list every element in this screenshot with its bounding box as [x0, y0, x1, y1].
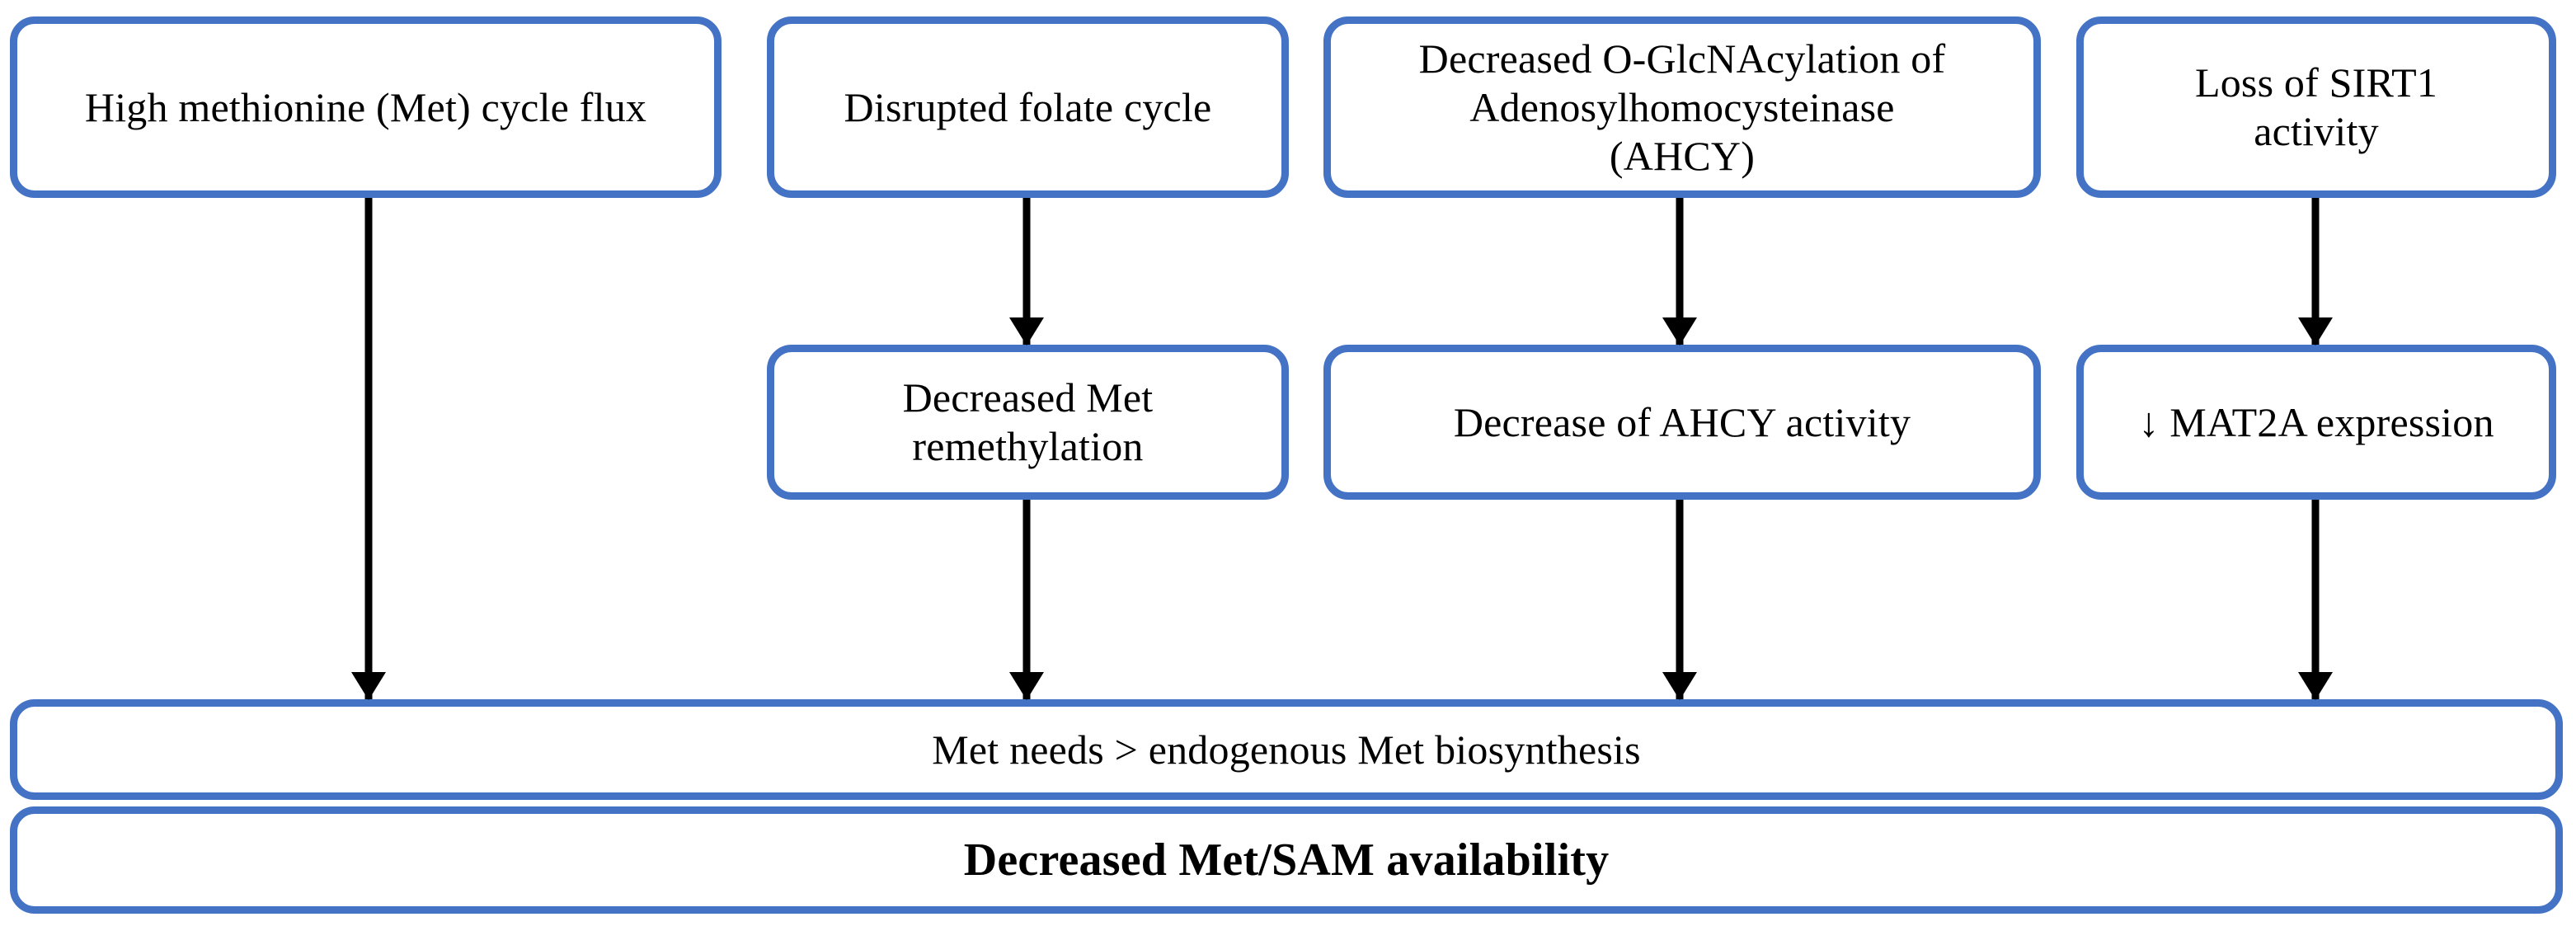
node-label: Met needs > endogenous Met biosynthesis [932, 726, 1641, 773]
arrow-head-icon [2298, 672, 2333, 700]
arrow-oglcnac-to-ahcy-activity [1662, 198, 1698, 346]
arrow-remethylation-to-met-needs [1008, 500, 1045, 700]
arrow-head-icon [1009, 672, 1044, 700]
arrow-head-icon [351, 672, 386, 700]
node-label: Loss of SIRT1 activity [2194, 59, 2438, 154]
arrow-head-icon [1662, 672, 1697, 700]
node-decrease-of-ahcy-activity[interactable]: Decrease of AHCY activity [1323, 345, 2041, 500]
node-label: Decreased Met/SAM availability [963, 834, 1610, 886]
arrow-head-icon [1662, 317, 1697, 346]
arrow-ahcy-activity-to-met-needs [1662, 500, 1698, 700]
node-label: Decreased Met remethylation [902, 374, 1154, 469]
node-label: ↓ MAT2A expression [2138, 398, 2494, 445]
node-mat2a-expression[interactable]: ↓ MAT2A expression [2076, 345, 2556, 500]
arrow-shaft [2311, 198, 2320, 345]
node-decreased-met-remethylation[interactable]: Decreased Met remethylation [767, 345, 1289, 500]
arrow-shaft [364, 198, 373, 699]
arrow-shaft [1676, 198, 1684, 345]
node-loss-of-sirt1-activity[interactable]: Loss of SIRT1 activity [2076, 16, 2556, 198]
node-decreased-o-glcnacylation-ahcy[interactable]: Decreased O-GlcNAcylation of Adenosylhom… [1323, 16, 2041, 198]
arrow-head-icon [2298, 317, 2333, 346]
node-label: Disrupted folate cycle [844, 83, 1212, 130]
arrow-shaft [1676, 500, 1684, 699]
arrow-sirt1-to-mat2a [2297, 198, 2334, 346]
arrow-mat2a-to-met-needs [2297, 500, 2334, 700]
arrow-folate-to-remethylation [1008, 198, 1045, 346]
node-decreased-met-sam-availability[interactable]: Decreased Met/SAM availability [10, 806, 2563, 914]
arrow-met-flux-to-met-needs [350, 198, 387, 700]
arrow-shaft [1022, 500, 1031, 699]
node-label: Decreased O-GlcNAcylation of Adenosylhom… [1418, 35, 1946, 179]
node-high-methionine-cycle-flux[interactable]: High methionine (Met) cycle flux [10, 16, 722, 198]
node-disrupted-folate-cycle[interactable]: Disrupted folate cycle [767, 16, 1289, 198]
arrow-head-icon [1009, 317, 1044, 346]
arrow-shaft [1022, 198, 1031, 345]
arrow-shaft [2311, 500, 2320, 699]
node-met-needs-exceed-biosynthesis[interactable]: Met needs > endogenous Met biosynthesis [10, 699, 2563, 800]
node-label: High methionine (Met) cycle flux [84, 83, 647, 130]
node-label: Decrease of AHCY activity [1453, 398, 1911, 445]
